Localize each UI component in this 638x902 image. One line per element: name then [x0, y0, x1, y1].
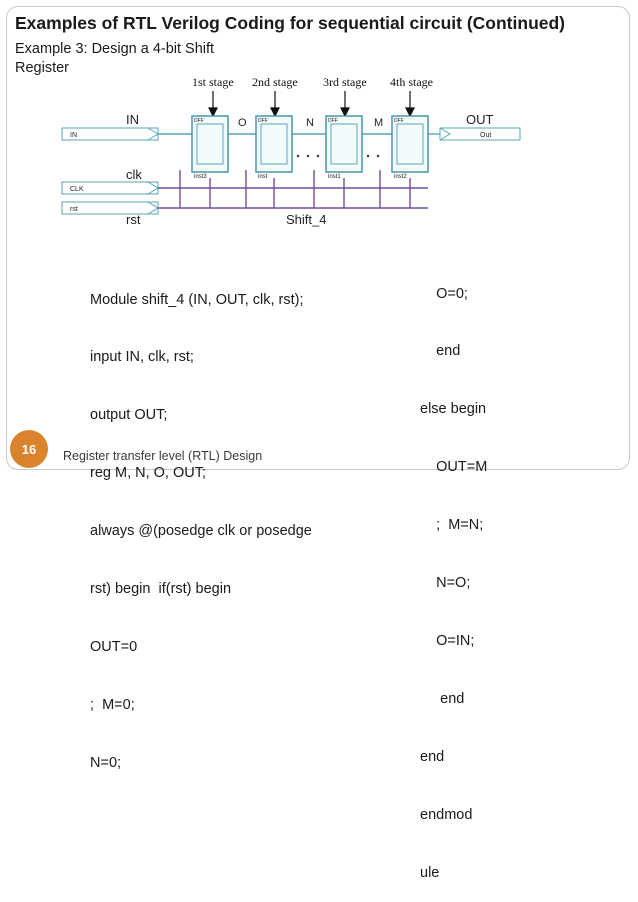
flip-flop-3: DFF inst1: [325, 115, 363, 180]
code-line: ule: [420, 864, 440, 881]
code-line: else begin: [420, 401, 487, 418]
slide-frame: [6, 6, 630, 470]
flip-flop-1: DFF inst3: [191, 115, 229, 180]
input-pin-rst: rst: [61, 201, 159, 215]
stage-label-2: 2nd stage: [252, 75, 298, 89]
code-line: O=IN;: [420, 632, 475, 649]
code-line: reg M, N, O, OUT;: [90, 465, 207, 482]
page-number-badge: 16: [10, 430, 48, 468]
instance-label-2: inst: [258, 174, 268, 180]
pin-out-label: Out: [480, 132, 491, 139]
code-line: input IN, clk, rst;: [90, 349, 194, 366]
flip-flop-2: DFF inst: [255, 115, 293, 180]
signal-clk-label: clk: [126, 167, 142, 182]
code-line: ; M=N;: [420, 517, 484, 534]
input-pin-clk: CLK: [61, 181, 159, 195]
signal-n-label: N: [306, 117, 314, 129]
instance-label-1: inst3: [194, 174, 207, 180]
code-line: OUT=M: [420, 459, 488, 476]
code-line: N=0;: [90, 754, 122, 771]
code-line: output OUT;: [90, 407, 168, 424]
instance-label-3: inst1: [328, 174, 341, 180]
svg-text:DFF: DFF: [194, 118, 204, 124]
input-pin-in: IN: [61, 127, 159, 141]
signal-rst-label: rst: [126, 212, 141, 227]
code-line: endmod: [420, 806, 473, 823]
footer-text: Register transfer level (RTL) Design: [63, 449, 263, 463]
code-line: Module shift_4 (IN, OUT, clk, rst);: [90, 291, 304, 308]
control-buses: [158, 170, 428, 209]
signal-m-label: M: [374, 117, 383, 129]
svg-text:DFF: DFF: [258, 118, 268, 124]
code-right-column: O=0; end else begin OUT=M ; M=N; N=O; O=…: [420, 246, 487, 902]
pin-clk-label: CLK: [70, 186, 84, 193]
slide-title: Examples of RTL Verilog Coding for seque…: [15, 13, 566, 33]
code-line: OUT=0: [90, 638, 138, 655]
stage-label-1: 1st stage: [192, 75, 234, 89]
pin-in-label: IN: [70, 132, 77, 139]
code-line: end: [420, 343, 461, 360]
stage-label-3: 3rd stage: [323, 75, 367, 89]
module-name-label: Shift_4: [286, 212, 326, 227]
code-line: rst) begin if(rst) begin: [90, 581, 232, 598]
instance-label-4: inst2: [394, 174, 407, 180]
code-line: end: [420, 748, 445, 765]
stage-label-4: 4th stage: [390, 75, 433, 89]
slide-subtitle: Example 3: Design a 4-bit Shift Register: [15, 41, 215, 76]
dot-markers: [296, 154, 380, 158]
signal-in-label: IN: [126, 112, 139, 127]
svg-text:DFF: DFF: [394, 118, 404, 124]
code-line: always @(posedge clk or posedge: [90, 523, 312, 540]
output-pin-out: Out: [439, 127, 521, 141]
flip-flop-4: DFF inst2: [391, 115, 429, 180]
code-line: O=0;: [420, 285, 468, 302]
shift-register-diagram: 1st stage 2nd stage 3rd stage 4th stage …: [61, 75, 521, 227]
code-left-column: Module shift_4 (IN, OUT, clk, rst); inpu…: [90, 252, 312, 792]
code-line: ; M=0;: [90, 696, 135, 713]
stage-arrows: [208, 91, 415, 118]
signal-o-label: O: [238, 117, 247, 129]
svg-text:DFF: DFF: [328, 118, 338, 124]
pin-rst-label: rst: [70, 206, 78, 213]
code-line: end: [420, 690, 465, 707]
code-line: N=O;: [420, 575, 471, 592]
signal-out-label: OUT: [466, 112, 494, 127]
